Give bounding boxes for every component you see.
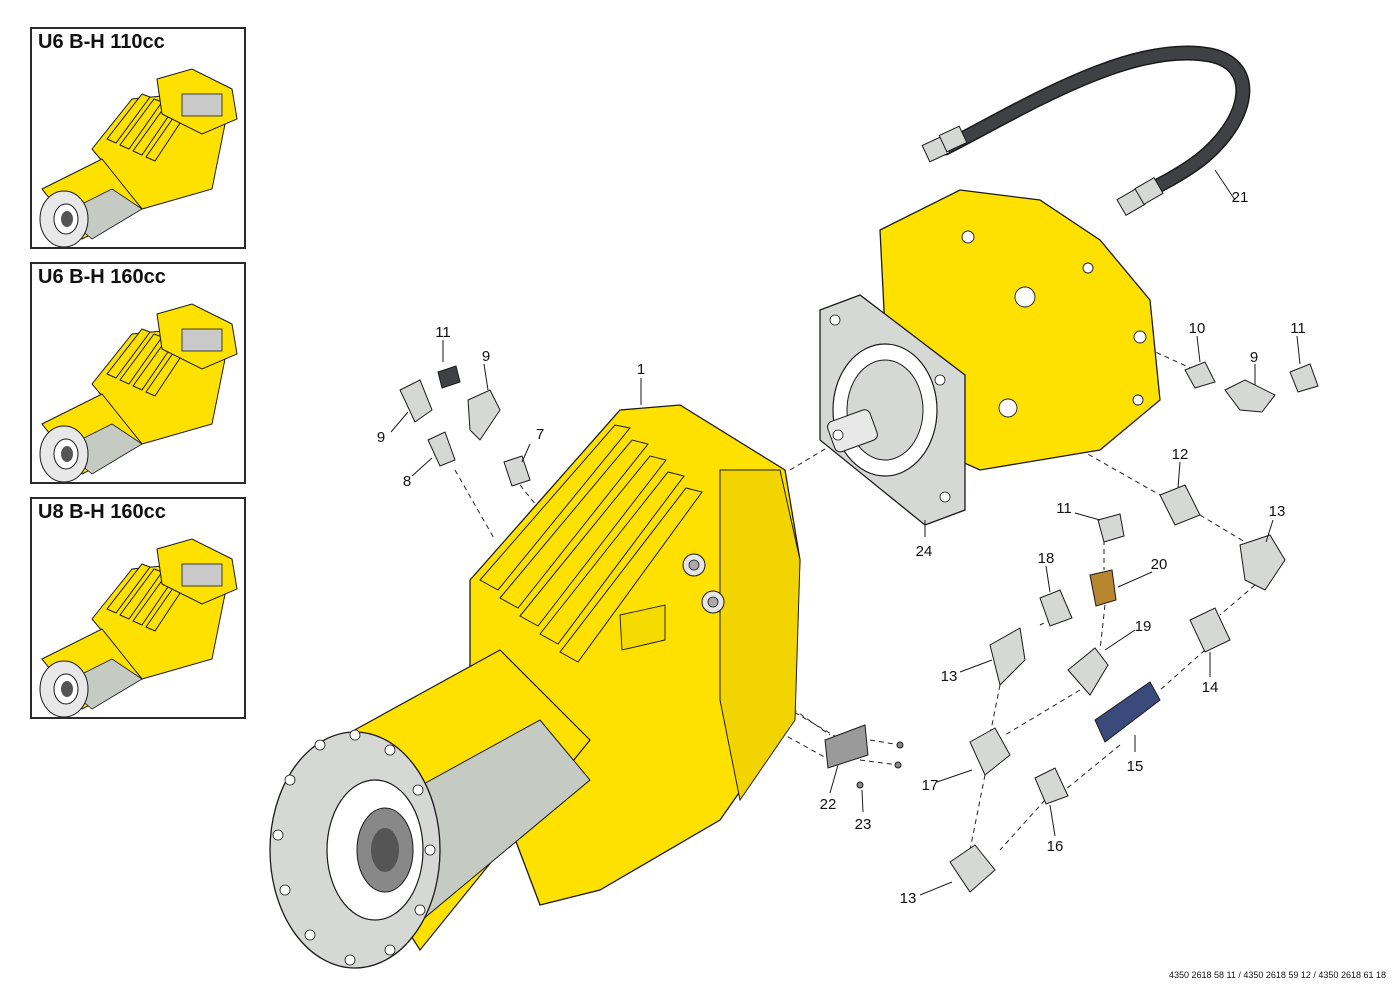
variant-title: U6 B-H 110cc: [38, 31, 165, 53]
nut-11-mid: [1097, 513, 1125, 543]
fitting-14: [1189, 607, 1231, 653]
nut-11-right: [1289, 363, 1319, 393]
callout-14: 14: [1202, 679, 1219, 696]
variant-title: U6 B-H 160cc: [38, 266, 166, 288]
callout-21: 21: [1232, 189, 1249, 206]
callout-1: 1: [637, 361, 645, 378]
callout-8: 8: [403, 473, 411, 490]
callout-9-center: 9: [482, 348, 490, 365]
variant-panel-u6-110: U6 B-H 110cc: [30, 27, 246, 249]
fitting-9-left: [399, 379, 433, 423]
callout-11-mid: 11: [1056, 500, 1072, 517]
fittings: [399, 361, 1319, 893]
fitting-13-mid: [989, 627, 1026, 686]
motor-cylinder: [269, 649, 591, 969]
fitting-12: [1159, 484, 1201, 526]
callout-23: 23: [855, 816, 872, 833]
callout-19: 19: [1135, 618, 1152, 635]
callout-11-right: 11: [1290, 320, 1306, 337]
fitting-8: [427, 431, 456, 467]
callout-12: 12: [1172, 446, 1189, 463]
variant-panel-u6-160: U6 B-H 160cc: [30, 262, 246, 484]
gearbox-housing: [469, 404, 801, 906]
variant-thumbnail-u8-160: [39, 538, 238, 717]
sensor-15: [1094, 681, 1161, 743]
fitting-9-right: [1224, 379, 1276, 413]
callout-15: 15: [1127, 758, 1144, 775]
callout-labels: 1 11 9 9 7 8 10 9 11 21 12 11 13 18 20 1…: [377, 189, 1306, 907]
callout-18: 18: [1038, 550, 1055, 567]
document-reference: 4350 2618 58 11 / 4350 2618 59 12 / 4350…: [1168, 970, 1386, 980]
plate-22: [824, 724, 869, 769]
fitting-13-upper: [1239, 534, 1286, 591]
fitting-10: [1184, 361, 1216, 389]
fitting-17: [969, 727, 1011, 776]
callout-22: 22: [820, 796, 837, 813]
screw-23a: [896, 741, 904, 749]
callout-13-lower: 13: [900, 890, 917, 907]
fitting-9-center: [467, 389, 501, 441]
hydraulic-pump: [819, 189, 1161, 526]
callout-16: 16: [1047, 838, 1064, 855]
callout-10: 10: [1189, 320, 1206, 337]
variant-thumbnail-u6-110: [39, 68, 238, 247]
callout-9-left: 9: [377, 429, 385, 446]
callout-17: 17: [922, 777, 939, 794]
screw-23b: [894, 761, 902, 769]
callout-13-mid: 13: [941, 668, 958, 685]
callout-9-right: 9: [1250, 349, 1258, 366]
callout-13-upper: 13: [1269, 503, 1286, 520]
hydraulic-hose: [921, 45, 1251, 216]
screw-23c: [856, 781, 864, 789]
callout-24: 24: [916, 543, 933, 560]
nut-11-left: [437, 365, 461, 389]
callout-7: 7: [536, 426, 544, 443]
fitting-20: [1089, 569, 1117, 607]
fitting-16: [1034, 767, 1069, 805]
nut-18: [1039, 589, 1073, 627]
variant-thumbnail-u6-160: [39, 303, 238, 482]
fitting-13-lower: [949, 844, 996, 893]
callout-11-left: 11: [435, 324, 451, 341]
variant-panel-u8-160: U8 B-H 160cc: [30, 497, 246, 719]
leader-lines: [390, 169, 1301, 896]
variant-title: U8 B-H 160cc: [38, 501, 166, 523]
fitting-19: [1067, 647, 1109, 696]
callout-20: 20: [1151, 556, 1168, 573]
fitting-7: [503, 455, 531, 487]
